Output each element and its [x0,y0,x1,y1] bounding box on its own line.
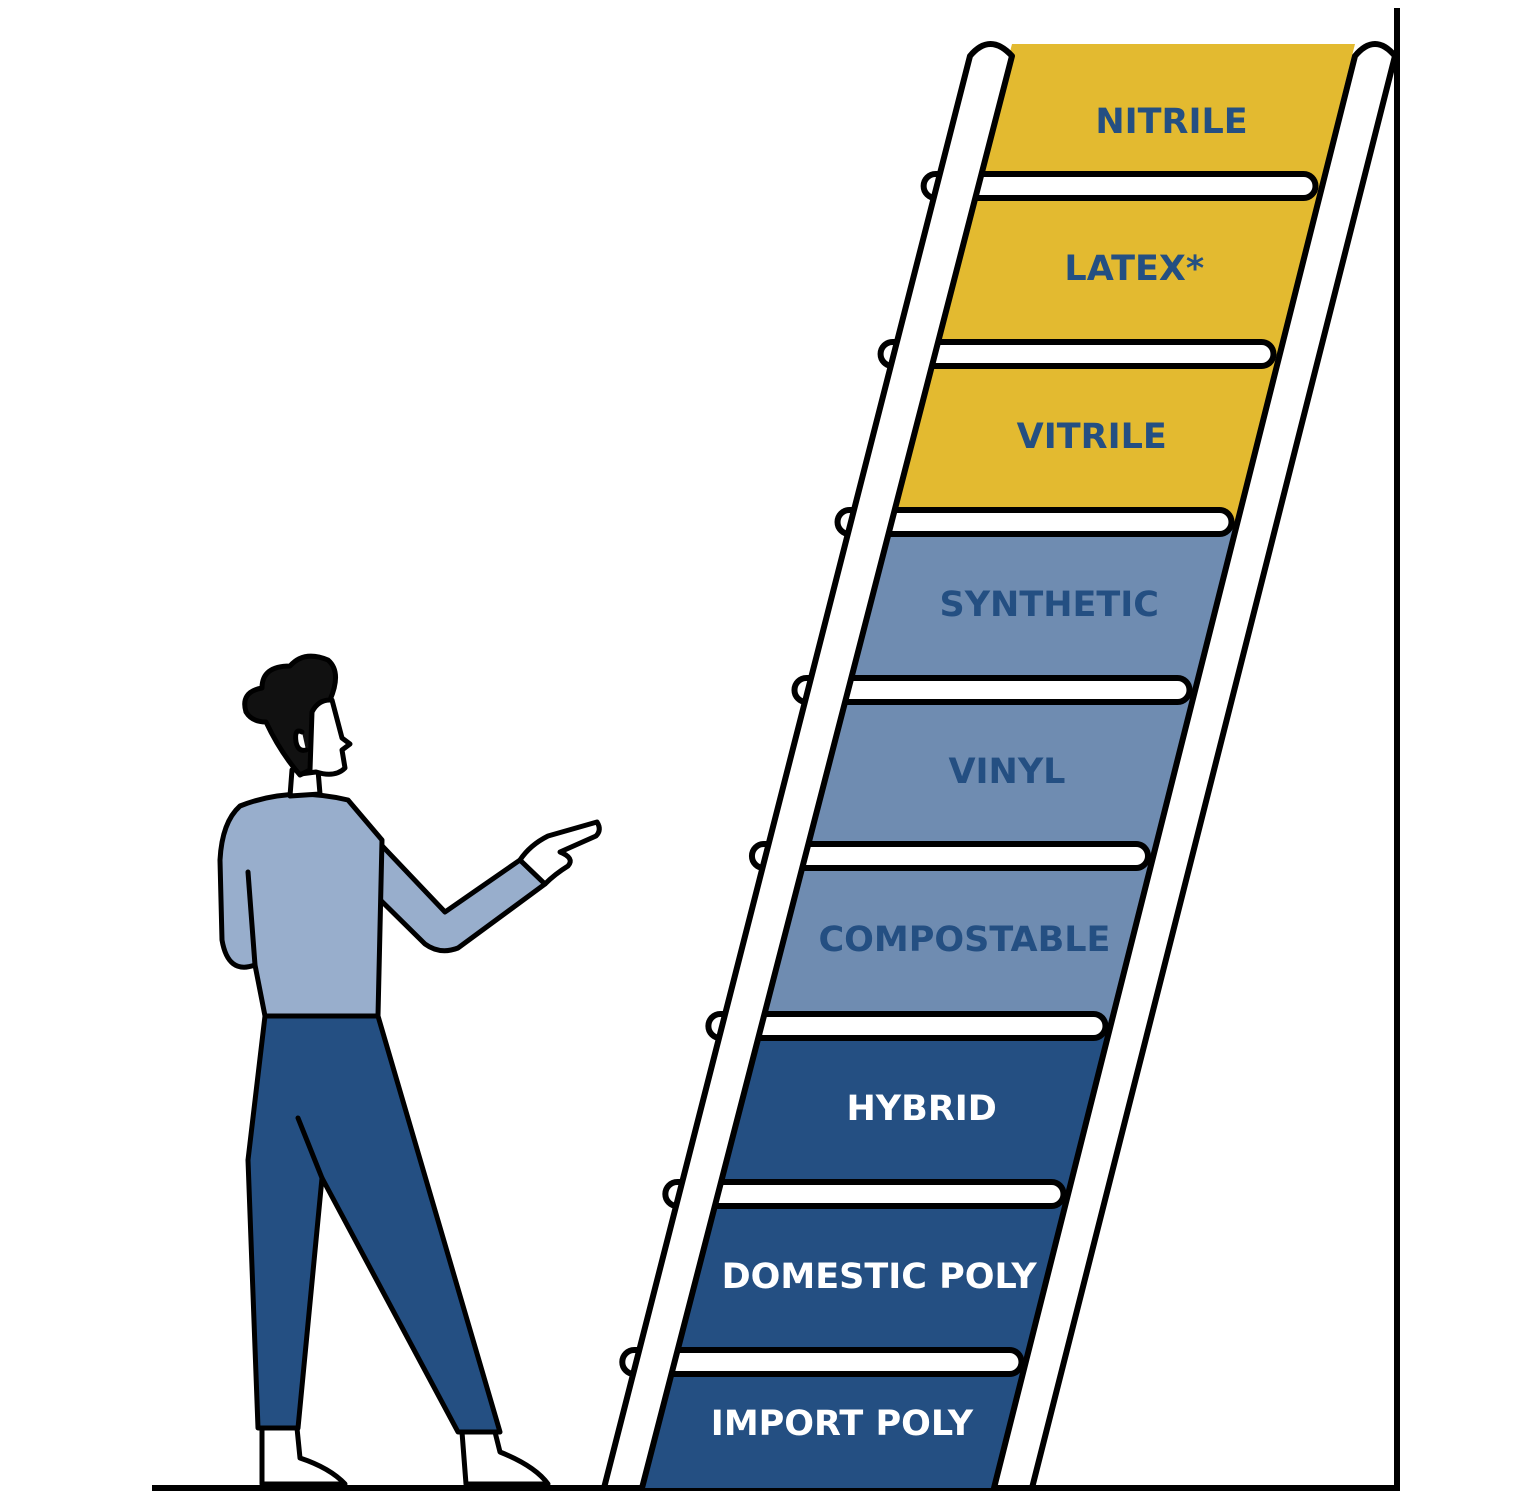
ladder-rungs [619,171,1319,1377]
ladder-step-label: IMPORT POLY [711,1404,974,1444]
ladder-step-panel [674,1194,1068,1362]
ladder-steps [642,44,1355,1488]
ladder-rung [748,841,1152,871]
trousers-crease [295,1115,325,1181]
ladder-rails [601,41,1398,1491]
ladder-step-panel [846,522,1236,690]
left-shoe [259,1425,348,1487]
right-shoe [459,1429,551,1487]
ladder-step-labels: NITRILE LATEX* VITRILE SYNTHETIC VINYL COMPOS… [711,102,1248,1444]
ladder-step-label: HYBRID [847,1089,997,1129]
trousers [245,1013,503,1435]
shirt [217,791,385,1019]
hair [242,653,338,778]
ear [293,728,309,753]
ladder-step-panel [803,690,1194,856]
ladder-step-label: COMPOSTABLE [818,920,1110,960]
ladder-step-panel [760,856,1152,1026]
ladder-step-panel [975,44,1355,186]
ladder-step-panel [642,1362,1026,1488]
right-rail [991,41,1398,1491]
ladder-step-panel [932,186,1320,354]
ladder-step-label: VITRILE [1017,417,1167,457]
ladder-step-label: LATEX* [1064,249,1204,289]
ladder-step-panel [889,354,1278,522]
ladder-step-label: SYNTHETIC [939,585,1159,625]
ladder-rung [920,171,1319,201]
ladder-rung [662,1179,1067,1209]
ladder-rung [877,339,1277,369]
shirt-crease [245,869,258,968]
ladder-step-label: NITRILE [1095,102,1247,142]
person-figure [217,653,602,1487]
ladder-rung [619,1347,1025,1377]
ladder-step-panel [717,1026,1110,1194]
ladder-rung [705,1011,1109,1041]
pointing-hand [517,819,602,887]
left-rail [601,41,1015,1491]
ladder-rung [791,675,1193,705]
ladder-step-label: VINYL [948,752,1065,792]
ladder-step-label: DOMESTIC POLY [722,1257,1038,1297]
ladder-rung [834,507,1235,537]
